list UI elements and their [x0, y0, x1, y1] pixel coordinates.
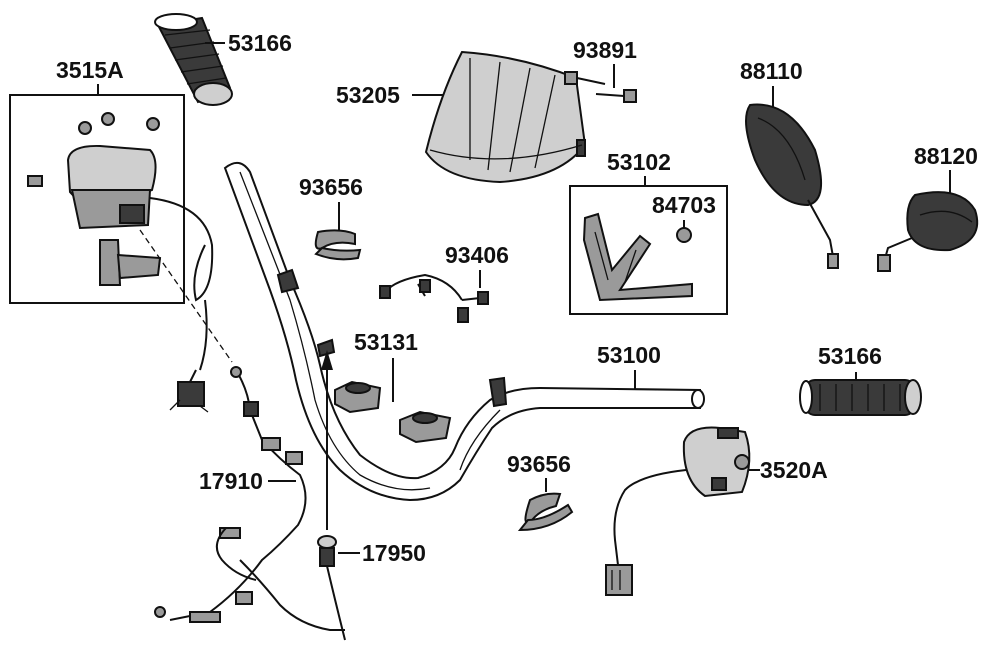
harness-clamp-part	[379, 273, 489, 323]
callout-53166-right: 53166	[818, 343, 882, 369]
choke-cable-part	[317, 535, 346, 641]
mirror-right-part	[877, 191, 979, 272]
callout-53205: 53205	[336, 82, 400, 108]
callout-3520a: 3520A	[760, 457, 828, 483]
callout-53131: 53131	[354, 329, 418, 355]
brake-master-cylinder-part	[27, 112, 162, 286]
callout-84703: 84703	[652, 192, 716, 218]
cable-clip-bottom-part	[517, 492, 574, 532]
throttle-cable-part	[154, 366, 345, 631]
dashed-guide-line	[139, 229, 233, 363]
group-box-53102	[569, 185, 728, 315]
callout-53102: 53102	[607, 149, 671, 175]
bracket-part	[582, 212, 693, 302]
callout-88120: 88120	[914, 143, 978, 169]
mirror-left-part	[745, 103, 839, 269]
callout-93656-top: 93656	[299, 174, 363, 200]
arrow-head-up	[321, 350, 333, 370]
callout-17910: 17910	[199, 468, 263, 494]
cable-clip-top-part	[314, 229, 362, 261]
handlebar-holder-part	[334, 380, 452, 444]
callout-88110: 88110	[740, 58, 803, 84]
brake-hose-part	[149, 197, 214, 413]
handlebar-switch-part	[605, 426, 751, 596]
grip-right-part	[799, 379, 922, 416]
callout-53166-top: 53166	[228, 30, 292, 56]
bolt-pair-part	[564, 71, 637, 103]
handlebar-part	[223, 161, 705, 502]
group-box-3515a	[9, 94, 185, 304]
callout-53100: 53100	[597, 342, 661, 368]
callout-3515a: 3515A	[56, 57, 124, 83]
grip-left-part	[154, 13, 233, 106]
callout-17950: 17950	[362, 540, 426, 566]
windshield-part	[424, 50, 587, 184]
callout-93656-bottom: 93656	[507, 451, 571, 477]
callout-93891: 93891	[573, 37, 637, 63]
callout-93406: 93406	[445, 242, 509, 268]
